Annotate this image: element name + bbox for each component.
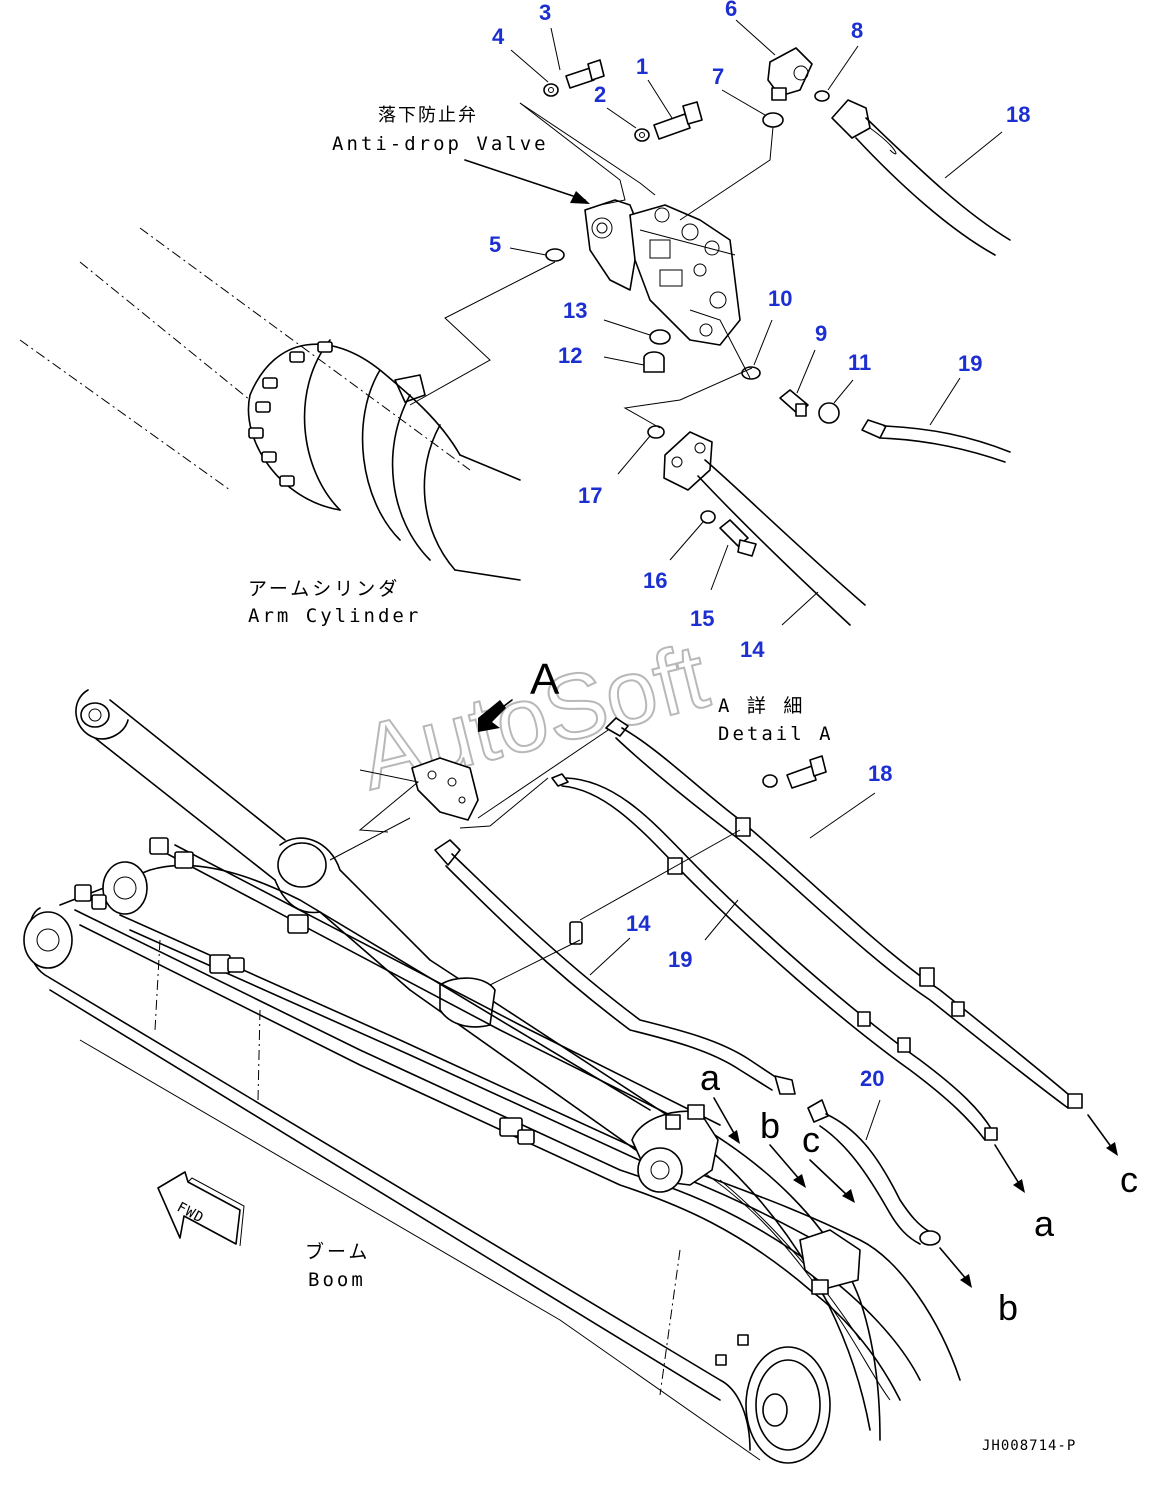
anti-drop-valve-label-jp: 落下防止弁: [378, 105, 478, 126]
callout-10: 10: [768, 286, 792, 311]
callout-15: 15: [690, 606, 714, 631]
watermark: AutoSoft: [350, 625, 717, 809]
callout-7: 7: [712, 64, 724, 89]
part-13-oring: [649, 329, 671, 345]
drawing-code: JH008714-P: [982, 1438, 1076, 1454]
callout-19-top: 19: [958, 351, 982, 376]
leader-lines-top: [409, 19, 1003, 626]
callout-19-lower: 19: [668, 947, 692, 972]
part-20-hose: [807, 1099, 941, 1246]
part-4-washer: [543, 83, 559, 97]
callout-18-lower: 18: [868, 761, 892, 786]
callout-16: 16: [643, 568, 667, 593]
part-12-plug: [643, 351, 665, 373]
anti-drop-valve-label-en: Anti-drop Valve: [332, 133, 549, 155]
callout-17: 17: [578, 483, 602, 508]
arm-cylinder: [19, 227, 521, 581]
part-9-fitting: [779, 389, 809, 417]
part-2-washer: [634, 128, 650, 142]
callout-5: 5: [489, 232, 501, 257]
part-6-elbow: [767, 47, 813, 101]
callout-12: 12: [558, 343, 582, 368]
leader-lines-lower: [329, 792, 881, 1141]
callout-13: 13: [563, 298, 587, 323]
part-16-washer: [700, 510, 716, 524]
detail-a-frame: [358, 769, 420, 833]
arm-cylinder-label-jp: アームシリンダ: [248, 578, 400, 600]
connection-letter-b-upper: b: [760, 1105, 780, 1146]
part-18-hose-lower: [605, 717, 1083, 1109]
callout-1: 1: [636, 54, 648, 79]
part-lower-bolt-washer: [762, 755, 827, 789]
callout-14-top: 14: [740, 637, 765, 662]
callout-4: 4: [492, 24, 505, 49]
callout-3: 3: [539, 0, 551, 25]
part-14-tube-lower: [434, 839, 796, 1095]
arm-cylinder-label-en: Arm Cylinder: [248, 605, 421, 627]
anti-drop-valve-arrow: [464, 159, 586, 201]
fwd-arrow-icon: [157, 1171, 245, 1247]
connection-letter-a: a: [1034, 1203, 1055, 1244]
anti-drop-valve-lower: [411, 757, 861, 1295]
anti-drop-valve: [584, 199, 741, 346]
part-7-oring: [762, 112, 784, 128]
boom-clamps: [74, 837, 583, 1145]
connection-letter-b: b: [998, 1287, 1018, 1328]
part-19-hose-lower: [551, 773, 998, 1141]
callout-20: 20: [860, 1066, 884, 1091]
boom-label-en: Boom: [308, 1269, 366, 1291]
connection-arrows: [713, 1097, 1118, 1288]
callout-8: 8: [851, 18, 863, 43]
part-1-bolt: [653, 101, 703, 140]
connection-letter-c: c: [1120, 1159, 1138, 1200]
part-11-cap: [818, 402, 840, 424]
part-14-tube: [663, 431, 866, 626]
view-a-arrow: [478, 699, 513, 732]
callout-6: 6: [725, 0, 737, 21]
arrow-head: [570, 191, 590, 204]
callout-18-top: 18: [1006, 102, 1030, 127]
callout-2: 2: [594, 82, 606, 107]
part-19-hose: [861, 419, 1011, 463]
callout-11: 11: [848, 350, 871, 375]
detail-a-frame-line2: [459, 777, 549, 829]
detail-a-label-en: Detail A: [718, 723, 834, 745]
detail-a-frame-line: [477, 721, 621, 819]
cylinder-bolts: [248, 341, 333, 487]
boom: [23, 861, 881, 1464]
part-18-hose: [831, 99, 1011, 256]
connection-letter-c-upper: c: [802, 1119, 820, 1160]
part-17-oring: [647, 425, 665, 439]
part-15-bolt: [719, 519, 757, 557]
detail-a-label-jp: A 詳 細: [718, 695, 805, 717]
callout-9: 9: [815, 321, 827, 346]
callout-14-lower: 14: [626, 911, 651, 936]
part-8-oring: [814, 90, 830, 102]
part-3-bolt: [565, 59, 605, 89]
part-5-oring: [545, 248, 565, 262]
boom-label-jp: ブーム: [305, 1240, 370, 1263]
view-a-label: A: [530, 655, 560, 704]
connection-letter-a-upper: a: [700, 1057, 721, 1098]
